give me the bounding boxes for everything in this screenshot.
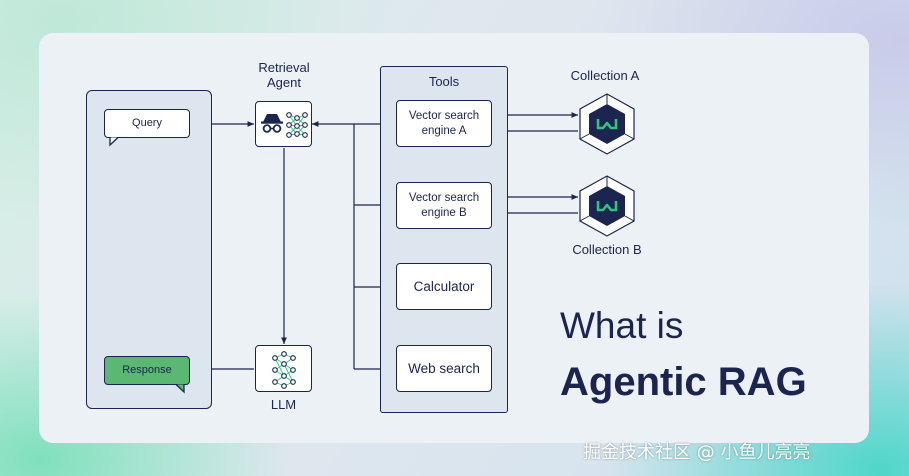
response-label: Response — [122, 364, 172, 377]
weaviate-cube-icon — [579, 93, 635, 155]
tools-title: Tools — [428, 74, 460, 89]
headline-line1: What is — [560, 305, 684, 346]
tool-vector-search-a-line2: engine A — [421, 124, 467, 137]
tool-vector-search-b-line2: engine B — [421, 206, 467, 219]
weaviate-cube-icon — [579, 175, 635, 237]
tool-vector-search-b: Vector search engine B — [396, 182, 492, 229]
llm-label: LLM — [270, 397, 297, 412]
tool-calculator-label: Calculator — [413, 278, 475, 294]
collection-a-label: Collection A — [570, 68, 640, 83]
retrieval-agent-label-line1: Retrieval — [258, 60, 310, 75]
llm-box — [255, 345, 312, 392]
query-label: Query — [132, 117, 162, 130]
tool-vector-search-b-line1: Vector search — [408, 191, 480, 204]
user-panel — [86, 90, 212, 409]
headline-line2: Agentic RAG — [560, 360, 807, 404]
retrieval-agent-label-line2: Agent — [267, 75, 301, 90]
tool-calculator: Calculator — [396, 263, 492, 310]
neural-network-icon — [272, 351, 296, 389]
retrieval-agent-label: Retrieval Agent — [240, 60, 328, 90]
tool-vector-search-a-line1: Vector search — [408, 109, 480, 122]
collection-b-label: Collection B — [572, 242, 642, 257]
neural-network-icon — [286, 112, 308, 138]
watermark-text: 掘金技术社区 @ 小鱼儿亮亮 — [583, 442, 811, 463]
tool-web-search: Web search — [396, 345, 492, 392]
query-bubble: Query — [104, 109, 190, 138]
tool-vector-search-a: Vector search engine A — [396, 100, 492, 147]
tool-web-search-label: Web search — [408, 360, 480, 376]
response-bubble: Response — [104, 356, 190, 385]
spy-agent-icon — [261, 114, 283, 133]
retrieval-agent-box — [255, 101, 312, 147]
